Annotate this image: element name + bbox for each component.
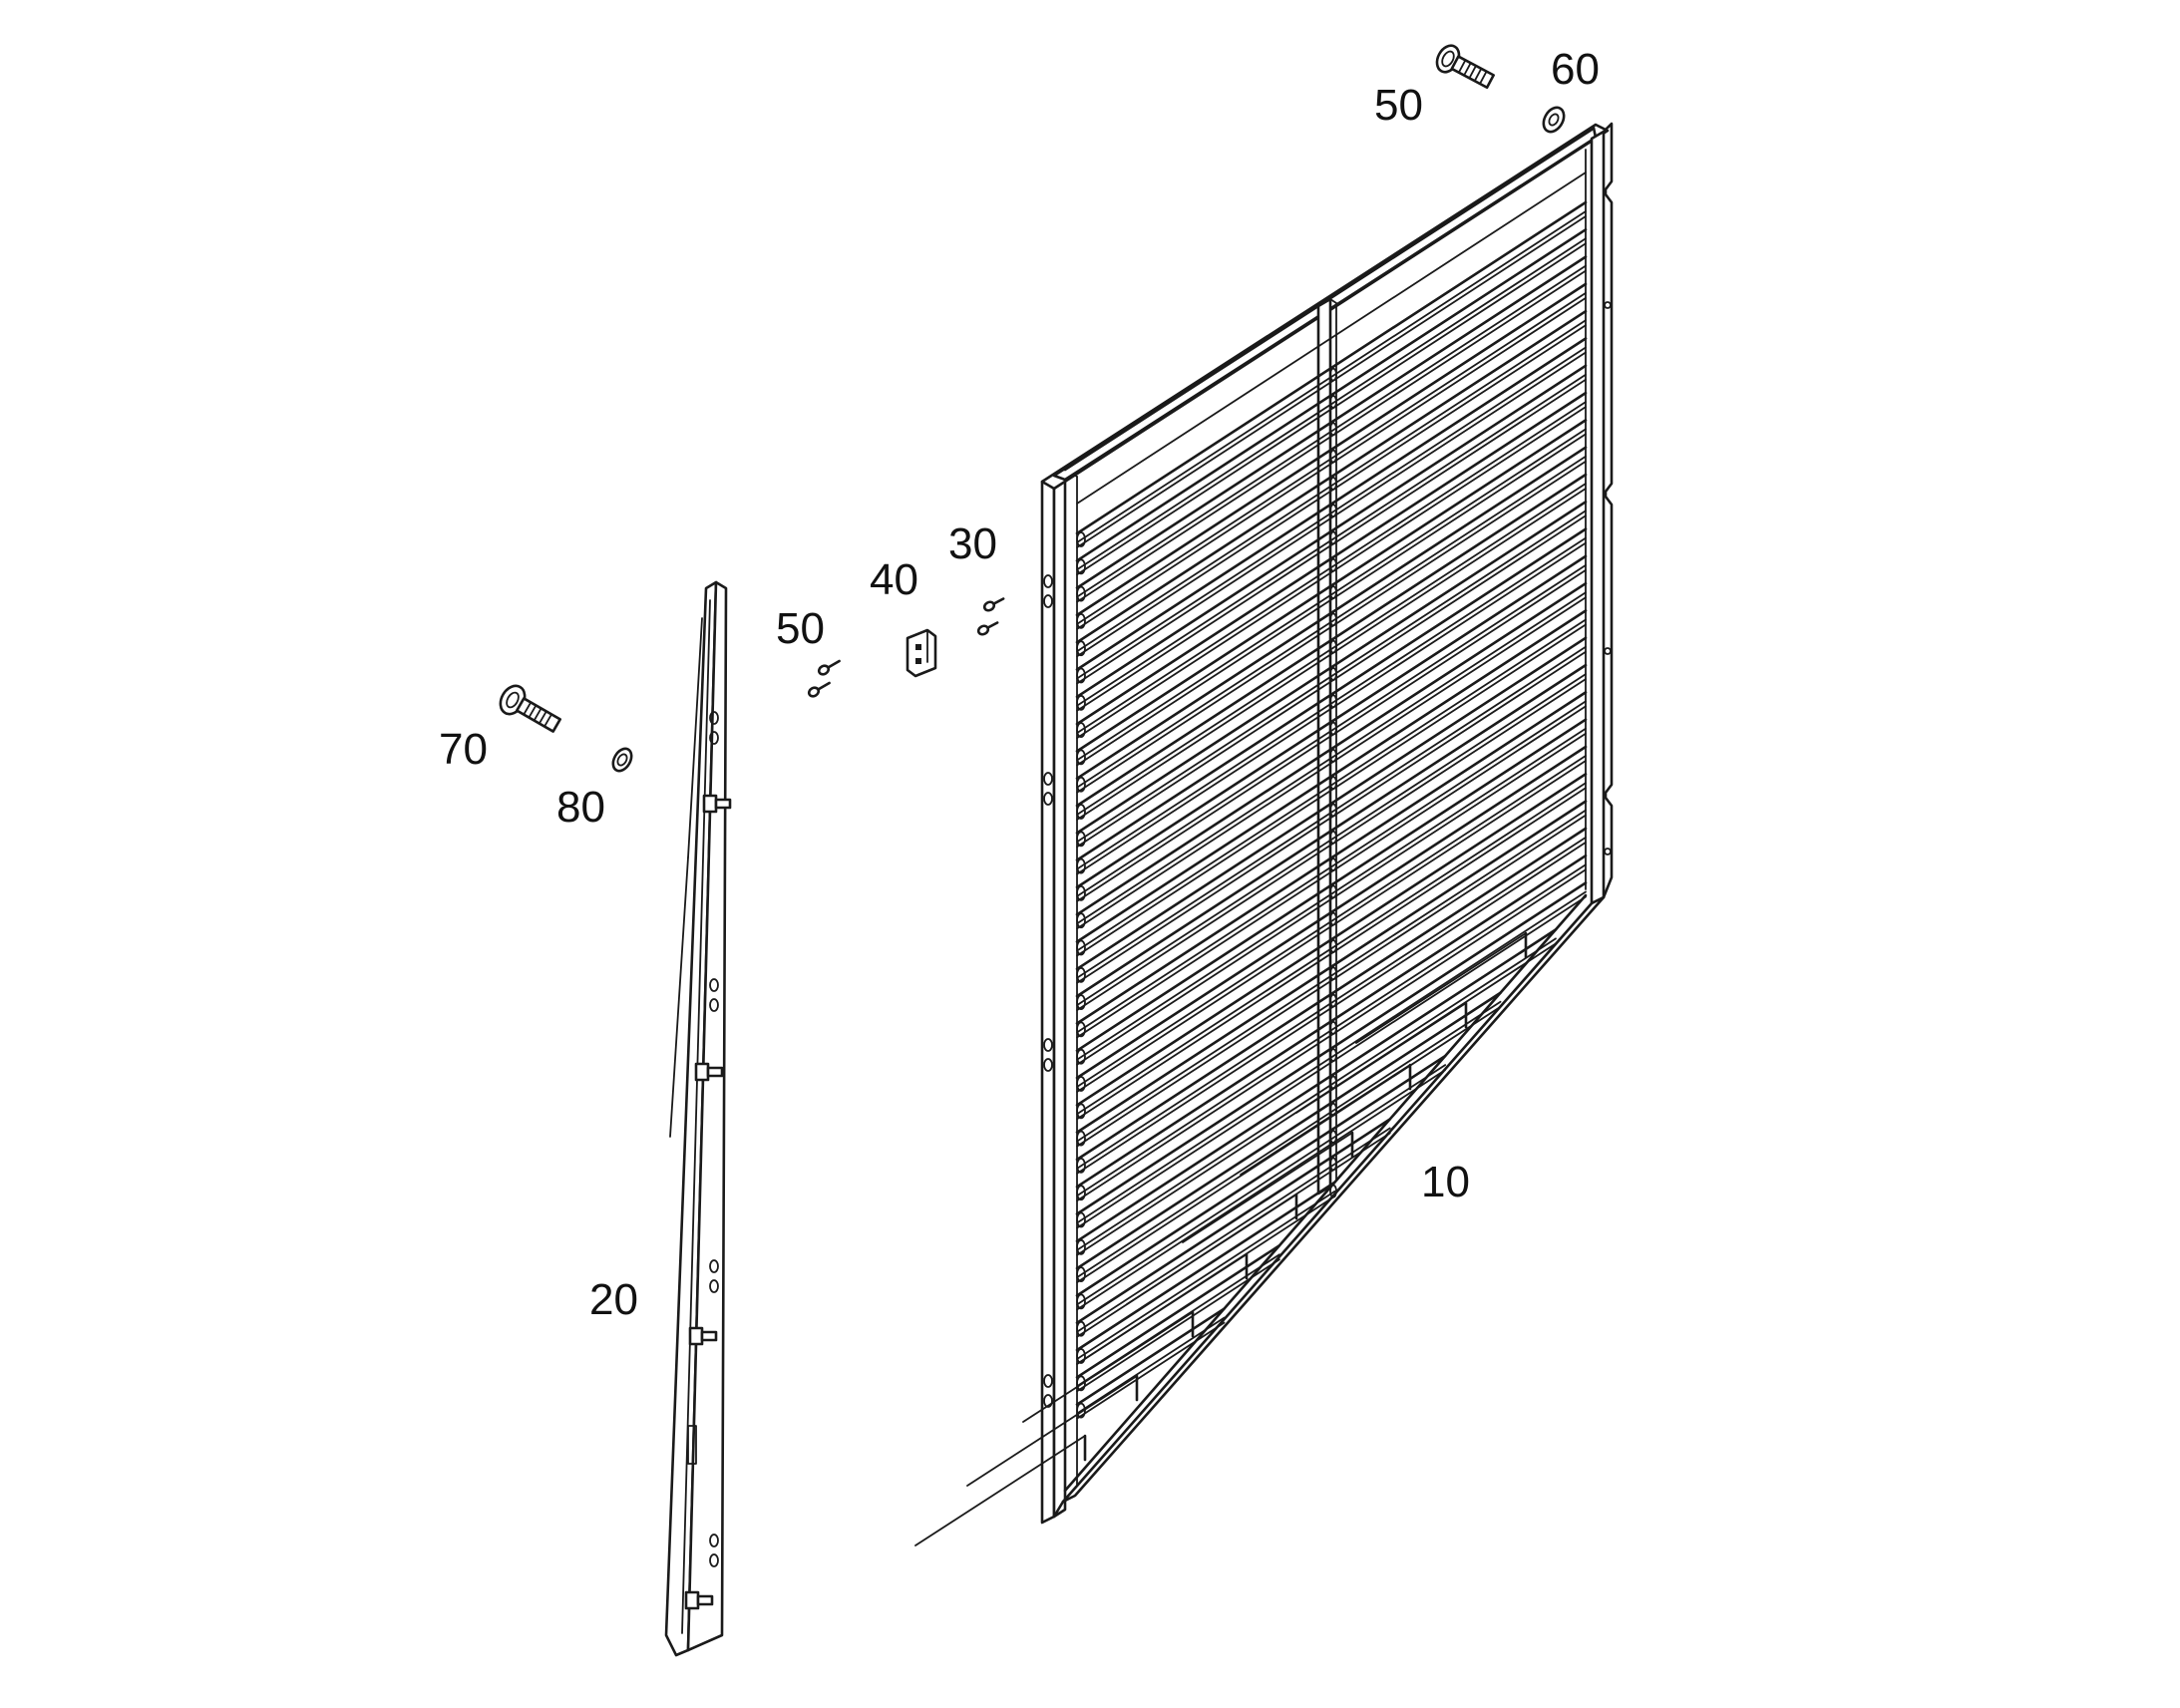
bolt-top [1435, 44, 1495, 90]
stiffener [914, 1434, 1087, 1546]
stiffener [1240, 1063, 1412, 1176]
louvre-blade [1075, 473, 1588, 821]
bolt-left [499, 684, 561, 733]
louvre-blade [1075, 228, 1588, 576]
louvre-blade [1075, 200, 1588, 548]
callout-50-pair: 50 [776, 604, 825, 653]
rail-stud [684, 1590, 714, 1610]
louvre-blade [1075, 391, 1588, 739]
screws-pair [807, 659, 841, 698]
side-rail [664, 580, 732, 1657]
louvre-blades [1075, 200, 1588, 1420]
callout-40: 40 [870, 555, 918, 604]
louvre-blade [1075, 800, 1588, 1148]
stiffener [966, 1374, 1139, 1487]
callout-60: 60 [1551, 45, 1600, 94]
louvre-panel [914, 122, 1614, 1546]
stiffener [1126, 1193, 1298, 1305]
rail-label-plate [687, 1425, 697, 1465]
louvre-blade [1075, 881, 1588, 1229]
screws-small [976, 597, 1005, 636]
louvre-blade [1075, 282, 1588, 630]
left-channel-holes [1043, 574, 1053, 1408]
callout-20: 20 [589, 1275, 638, 1324]
callout-80: 80 [556, 783, 605, 832]
rail-holes [709, 711, 719, 1567]
louvre-blade [1075, 337, 1588, 685]
rail-studs [684, 794, 732, 1610]
right-flange-holes [1604, 301, 1612, 855]
louvre-blade [1075, 928, 1558, 1256]
washer-left [611, 747, 633, 773]
louvre-blade [1075, 1118, 1392, 1338]
callout-50-top: 50 [1374, 81, 1423, 130]
louvre-blade [1075, 309, 1588, 658]
rail-stud [702, 794, 732, 814]
louvre-blade [1075, 691, 1588, 1039]
panel-left-channel-inner [1052, 468, 1067, 1519]
louvre-blade [1075, 772, 1588, 1121]
callout-10: 10 [1421, 1158, 1470, 1206]
panel-left-channel [1040, 474, 1056, 1525]
bracket [906, 628, 937, 678]
louvre-blade [1075, 991, 1502, 1283]
louvre-blade [1075, 527, 1588, 875]
callout-30: 30 [948, 519, 997, 568]
stiffener [1295, 1001, 1468, 1114]
rail-side [686, 580, 728, 1652]
stiffener [1355, 931, 1528, 1044]
louvre-blade [1075, 854, 1588, 1202]
louvre-blade [1075, 1307, 1226, 1420]
panel-right-channel [1590, 130, 1606, 905]
louvre-blade [1075, 581, 1588, 930]
stiffener [1076, 1252, 1249, 1365]
louvre-blade [1075, 609, 1588, 957]
louvre-blade [1075, 827, 1588, 1175]
louvre-blade [1075, 663, 1588, 1011]
washer-top [1542, 106, 1566, 134]
louvre-blade [1075, 500, 1588, 849]
rail-stud [688, 1326, 718, 1346]
callout-70: 70 [439, 725, 488, 774]
louvre-blade [1075, 636, 1588, 984]
rail-stud [694, 1062, 724, 1082]
panel-diagonal-rail [1061, 895, 1606, 1504]
louvre-blade [1075, 1054, 1447, 1311]
louvre-blade [1075, 554, 1588, 902]
louvre-blade [1075, 446, 1588, 794]
louvre-blade [1075, 745, 1588, 1093]
panel-right-flange [1602, 122, 1614, 899]
stiffener [1182, 1131, 1354, 1243]
louvre-blade [1075, 718, 1588, 1066]
louvre-blade [1075, 255, 1588, 603]
louvre-blade [1075, 364, 1588, 712]
louvre-blade [1075, 419, 1588, 767]
